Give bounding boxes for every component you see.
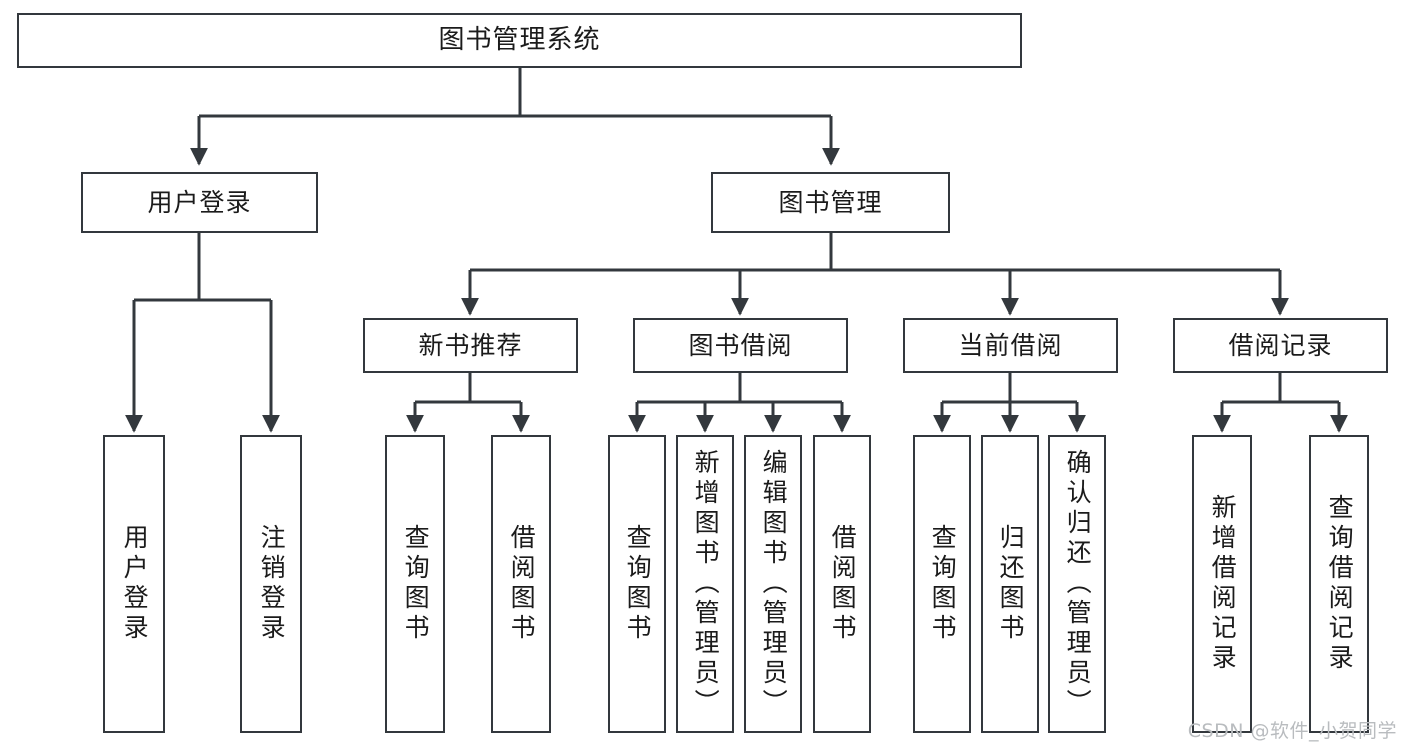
- node-new-book-recommend[interactable]: 新书推荐: [363, 318, 578, 373]
- node-leaf-borrow-book-2[interactable]: 借阅图书: [813, 435, 871, 733]
- node-leaf-borrow-book-1[interactable]: 借阅图书: [491, 435, 551, 733]
- node-leaf-add-book[interactable]: 新增图书（管理员）: [676, 435, 734, 733]
- node-root-book-management-system[interactable]: 图书管理系统: [17, 13, 1022, 68]
- node-label: 查询图书: [928, 524, 958, 644]
- node-label: 确认归还（管理员）: [1063, 449, 1093, 719]
- node-label: 注销登录: [257, 524, 287, 644]
- node-label: 新书推荐: [418, 330, 523, 360]
- node-label: 借阅记录: [1228, 330, 1333, 360]
- node-leaf-query-book-2[interactable]: 查询图书: [608, 435, 666, 733]
- node-label: 图书管理: [778, 187, 883, 217]
- node-leaf-edit-book[interactable]: 编辑图书（管理员）: [744, 435, 802, 733]
- node-label: 新增图书（管理员）: [691, 449, 721, 719]
- node-leaf-query-record[interactable]: 查询借阅记录: [1309, 435, 1369, 733]
- node-label: 借阅图书: [507, 524, 537, 644]
- node-user-login[interactable]: 用户登录: [81, 172, 318, 233]
- node-current-borrow[interactable]: 当前借阅: [903, 318, 1118, 373]
- node-label: 用户登录: [147, 187, 252, 217]
- node-leaf-add-record[interactable]: 新增借阅记录: [1192, 435, 1252, 733]
- node-label: 查询借阅记录: [1325, 494, 1355, 674]
- node-leaf-return-book[interactable]: 归还图书: [981, 435, 1039, 733]
- node-leaf-query-book-3[interactable]: 查询图书: [913, 435, 971, 733]
- node-leaf-user-login[interactable]: 用户登录: [103, 435, 165, 733]
- node-label: 图书管理系统: [438, 25, 601, 56]
- node-label: 新增借阅记录: [1208, 494, 1238, 674]
- node-label: 用户登录: [120, 524, 150, 644]
- node-book-manage[interactable]: 图书管理: [711, 172, 950, 233]
- csdn-watermark: CSDN @软件_小贺同学: [1187, 720, 1397, 742]
- node-label: 借阅图书: [828, 524, 858, 644]
- node-book-borrow[interactable]: 图书借阅: [633, 318, 848, 373]
- node-label: 编辑图书（管理员）: [759, 449, 789, 719]
- node-label: 查询图书: [623, 524, 653, 644]
- node-label: 归还图书: [996, 524, 1026, 644]
- node-label: 图书借阅: [688, 330, 793, 360]
- node-leaf-logout[interactable]: 注销登录: [240, 435, 302, 733]
- node-leaf-query-book-1[interactable]: 查询图书: [385, 435, 445, 733]
- node-borrow-record[interactable]: 借阅记录: [1173, 318, 1388, 373]
- node-leaf-confirm-return[interactable]: 确认归还（管理员）: [1048, 435, 1106, 733]
- node-label: 查询图书: [401, 524, 431, 644]
- node-label: 当前借阅: [958, 330, 1063, 360]
